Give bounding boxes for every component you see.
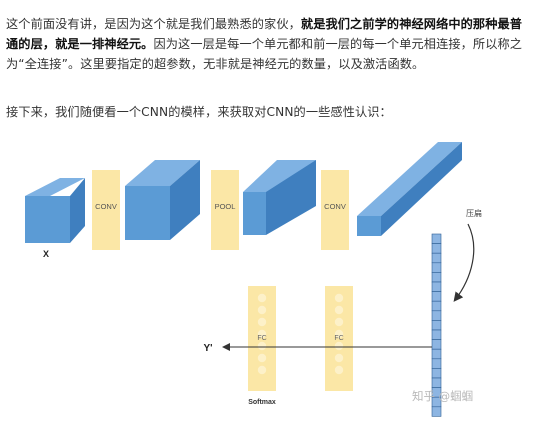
fc1-label: FC bbox=[257, 335, 266, 342]
conv2-output-slab bbox=[357, 142, 462, 236]
neuron bbox=[334, 305, 344, 315]
intro-bold-text: 就是我们之前学的神经网络中的那种最普通的层，就是一排神经元。 bbox=[6, 17, 523, 52]
flattened-unit bbox=[431, 272, 442, 283]
neuron bbox=[334, 293, 344, 303]
conv1-output-cube bbox=[125, 160, 200, 240]
neuron bbox=[334, 341, 344, 351]
input-label: X bbox=[43, 249, 49, 259]
flattened-unit bbox=[431, 406, 442, 417]
neuron bbox=[334, 353, 344, 363]
output-label: Y' bbox=[203, 343, 212, 354]
pool-label: POOL bbox=[215, 202, 236, 211]
cnn-intro-paragraph: 接下来，我们随便看一个CNN的模样，来获取对CNN的一些感性认识： bbox=[6, 105, 392, 120]
conv2-band bbox=[321, 170, 349, 250]
flattened-vector bbox=[431, 233, 442, 417]
neuron bbox=[257, 305, 267, 315]
flattened-unit bbox=[431, 320, 442, 331]
flattened-unit bbox=[431, 262, 442, 273]
intro-paragraph: 这个前面没有讲，是因为这个就是我们最熟悉的家伙，就是我们之前学的神经网络中的那种… bbox=[6, 14, 526, 74]
pool-band bbox=[211, 170, 239, 250]
neuron bbox=[334, 365, 344, 375]
flattened-unit bbox=[431, 348, 442, 360]
intro-text-1: 这个前面没有讲，是因为这个就是我们最熟悉的家伙， bbox=[6, 17, 301, 32]
neuron bbox=[257, 365, 267, 375]
conv1-band bbox=[92, 170, 120, 250]
flatten-arrow bbox=[453, 223, 475, 302]
neuron bbox=[257, 293, 267, 303]
fc1-neurons bbox=[257, 293, 267, 375]
neuron bbox=[257, 341, 267, 351]
flattened-unit bbox=[431, 368, 442, 379]
flattened-unit bbox=[431, 358, 442, 369]
flatten-label: 压扁 bbox=[466, 208, 482, 218]
flattened-unit bbox=[431, 233, 442, 244]
watermark: 知乎 @蝈蝈 bbox=[412, 389, 473, 403]
flattened-unit bbox=[431, 377, 442, 388]
neuron bbox=[257, 329, 267, 339]
conv1-label: CONV bbox=[95, 202, 117, 211]
flattened-unit bbox=[431, 339, 442, 350]
fc2-neurons bbox=[334, 293, 344, 375]
flattened-unit bbox=[431, 300, 442, 312]
input-cube bbox=[25, 178, 85, 243]
flattened-unit bbox=[431, 243, 442, 254]
neuron bbox=[257, 317, 267, 327]
flattened-unit bbox=[431, 252, 442, 264]
conv2-label: CONV bbox=[324, 202, 346, 211]
softmax-label: Softmax bbox=[248, 399, 276, 406]
flattened-unit bbox=[431, 310, 442, 321]
neuron bbox=[334, 317, 344, 327]
flattened-unit bbox=[431, 281, 442, 292]
pool-output-cube bbox=[243, 160, 316, 235]
neuron bbox=[257, 353, 267, 363]
cnn-architecture-diagram: X CONV POOL CONV 压扁 FC FC Y' Softmax 知乎 … bbox=[25, 142, 482, 417]
flattened-unit bbox=[431, 329, 442, 340]
intro-text-2: 因为这一层是每一个单元都和前一层的每一个单元相连接，所以称之为“全连接”。这里要… bbox=[6, 37, 523, 72]
flattened-unit bbox=[431, 291, 442, 302]
fc2-label: FC bbox=[334, 335, 343, 342]
neuron bbox=[334, 329, 344, 339]
